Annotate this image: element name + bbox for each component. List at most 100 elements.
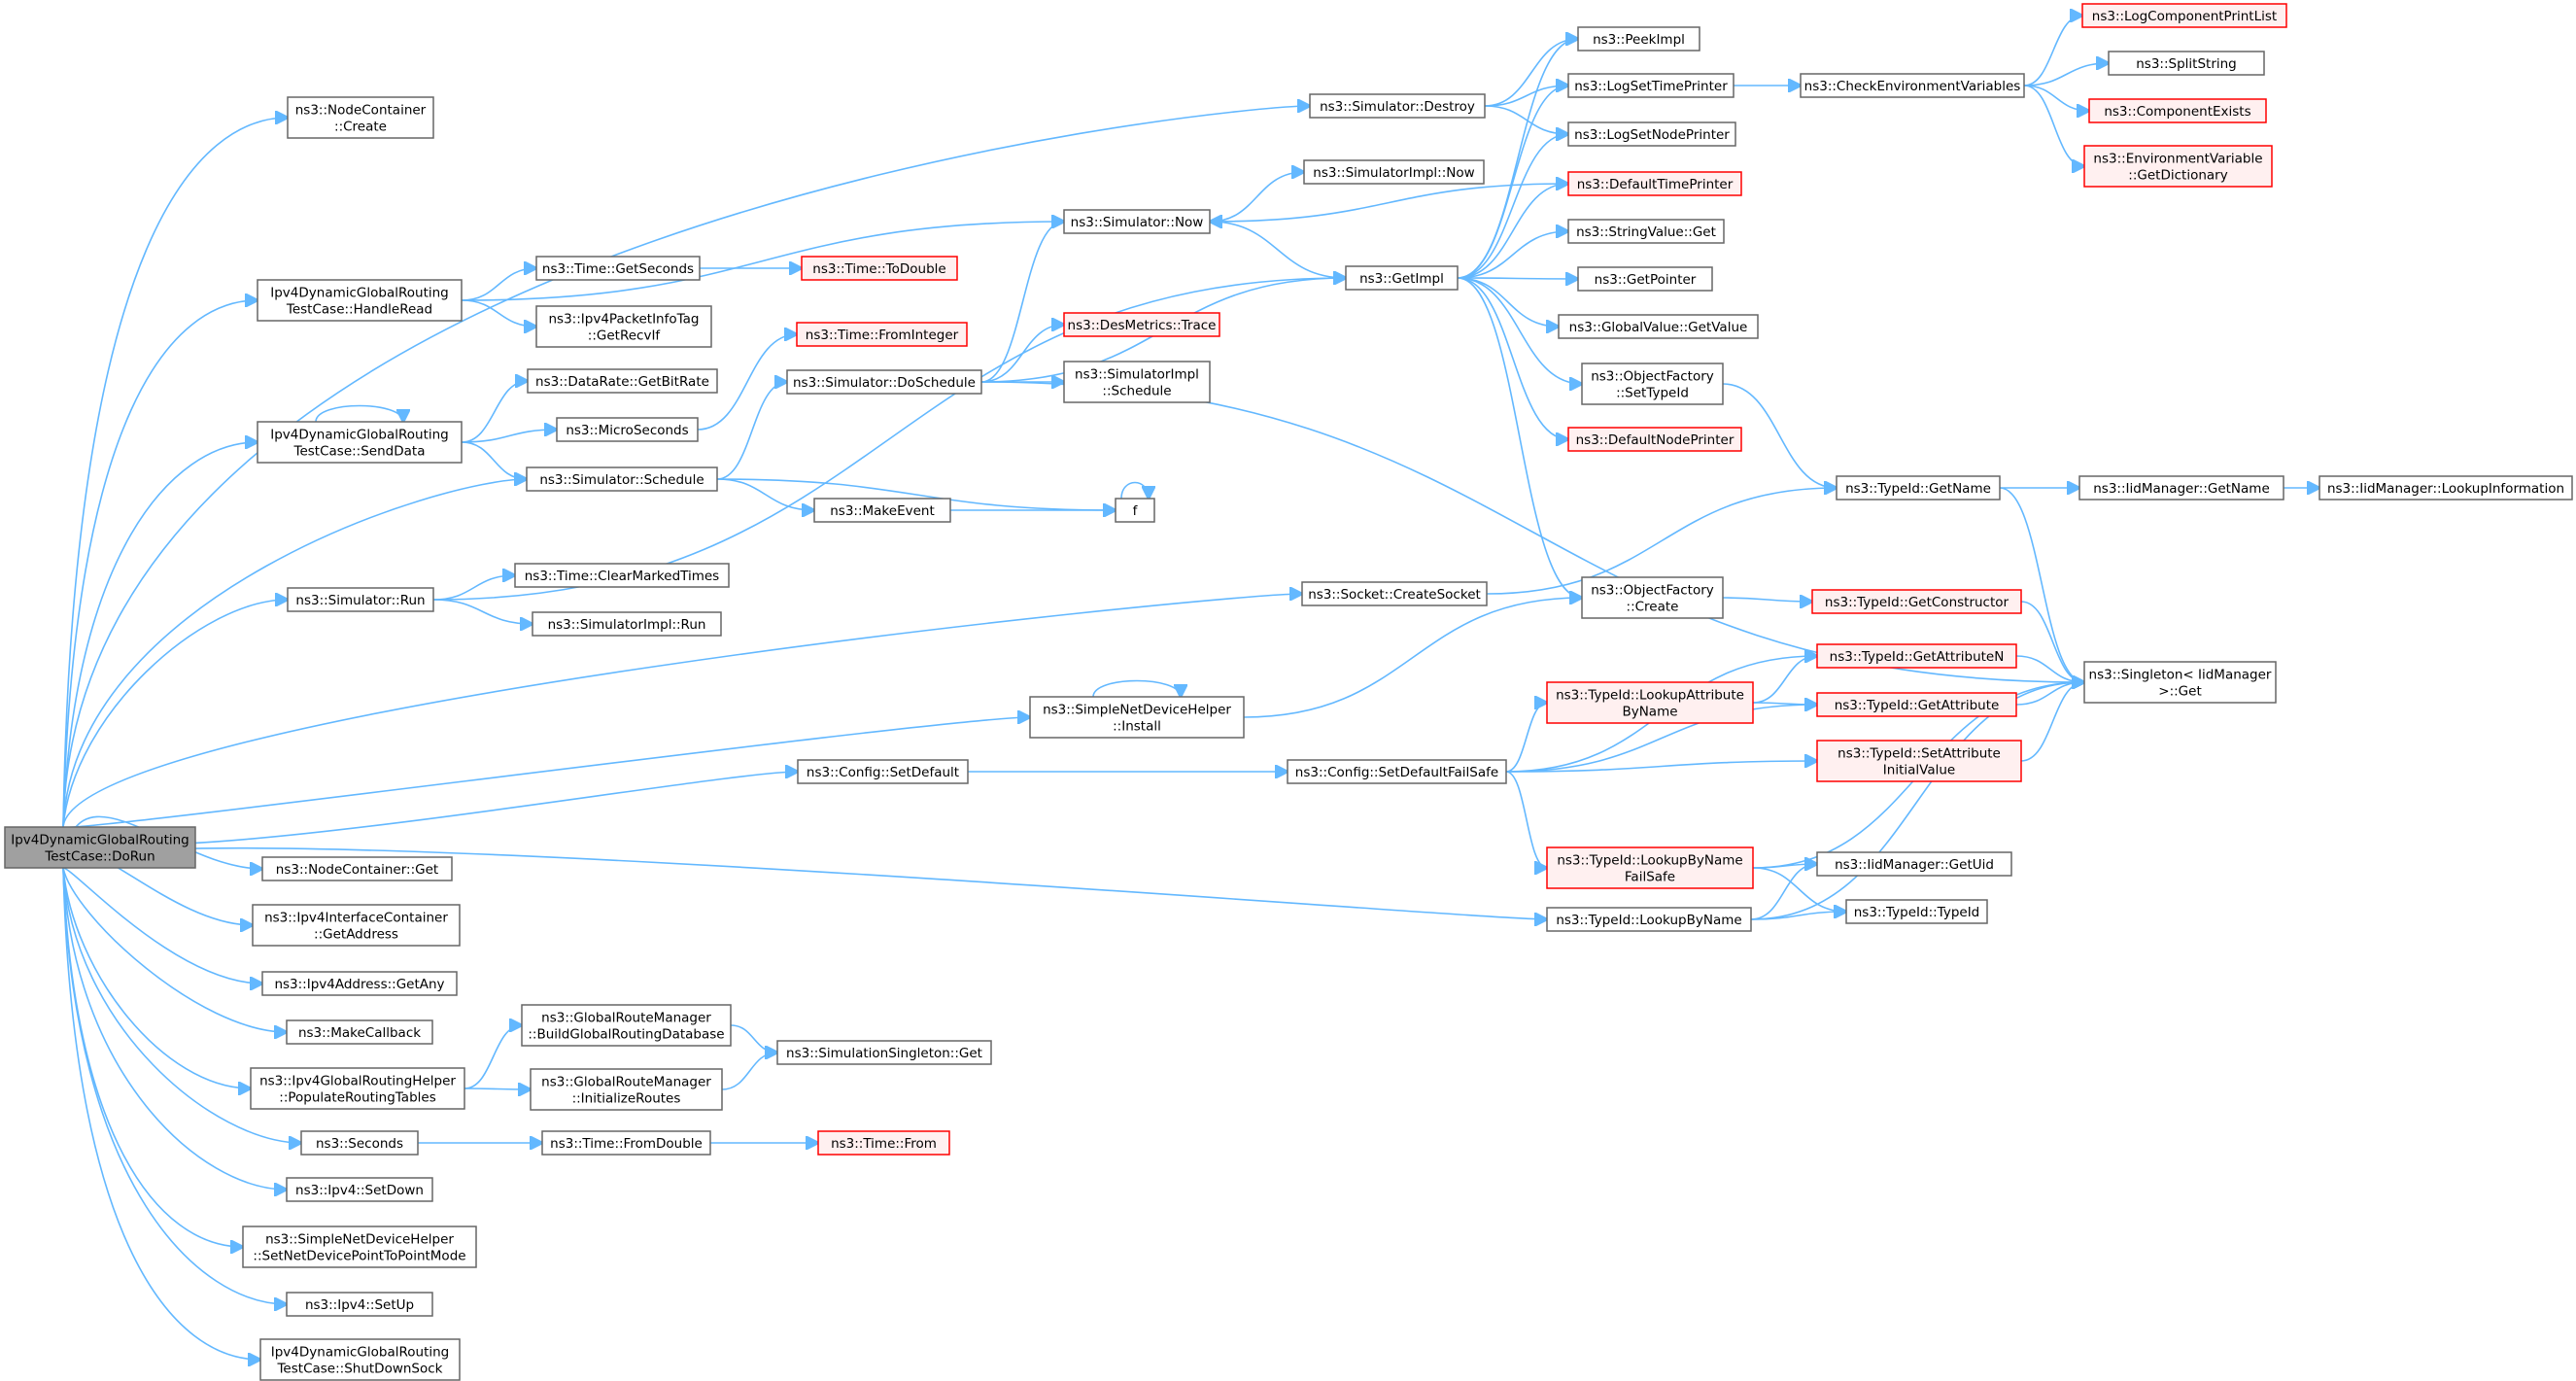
node-typeid-lookupbyname[interactable]: ns3::TypeId::LookupByName [1546, 907, 1752, 932]
node-label: ns3::SimulatorImpl::Now [1313, 165, 1474, 181]
edge-root-to-shutdown [62, 867, 260, 1360]
node-time-fromdouble[interactable]: ns3::Time::FromDouble [541, 1130, 711, 1156]
node-of-create[interactable]: ns3::ObjectFactory::Create [1581, 576, 1724, 619]
node-setup[interactable]: ns3::Ipv4::SetUp [286, 1292, 433, 1317]
node-time-getseconds[interactable]: ns3::Time::GetSeconds [535, 256, 701, 281]
node-box [242, 1226, 477, 1268]
node-label: ns3::Simulator::Destroy [1320, 99, 1475, 115]
node-ipv4addr-getany[interactable]: ns3::Ipv4Address::GetAny [261, 971, 458, 996]
node-handle-read[interactable]: Ipv4DynamicGlobalRoutingTestCase::Handle… [257, 279, 463, 322]
node-iid-getuid[interactable]: ns3::IidManager::GetUid [1816, 851, 2012, 877]
edge-root-to-sim_schedule [62, 479, 527, 828]
node-label: ns3::Simulator::Schedule [539, 472, 704, 488]
node-stringvalue-get[interactable]: ns3::StringValue::Get [1567, 219, 1725, 244]
node-microseconds[interactable]: ns3::MicroSeconds [556, 417, 699, 442]
node-sndh-install[interactable]: ns3::SimpleNetDeviceHelper::Install [1029, 696, 1245, 739]
edge-root-to-sndh_install [62, 717, 1030, 829]
node-make-event[interactable]: ns3::MakeEvent [813, 498, 951, 523]
node-typeid-getattrn[interactable]: ns3::TypeId::GetAttributeN [1816, 643, 2017, 669]
node-box [1581, 576, 1724, 619]
node-simimpl-run[interactable]: ns3::SimulatorImpl::Run [532, 611, 722, 637]
node-of-settypeid[interactable]: ns3::ObjectFactory::SetTypeId [1581, 363, 1724, 405]
edge-sim_now-to-get_impl [1209, 221, 1346, 278]
edge-root-to-seconds [62, 867, 301, 1143]
node-label: ns3::TypeId::GetAttributeN [1830, 649, 2005, 665]
node-simsingleton-get[interactable]: ns3::SimulationSingleton::Get [776, 1040, 992, 1065]
node-log-printlist[interactable]: ns3::LogComponentPrintList [2081, 3, 2287, 28]
node-shutdown[interactable]: Ipv4DynamicGlobalRoutingTestCase::ShutDo… [259, 1338, 461, 1381]
node-f[interactable]: f [1115, 498, 1155, 523]
node-simimpl-schedule[interactable]: ns3::SimulatorImpl::Schedule [1063, 361, 1211, 403]
node-pkt-getrecvif[interactable]: ns3::Ipv4PacketInfoTag::GetRecvIf [535, 305, 712, 348]
node-typeid-getname[interactable]: ns3::TypeId::GetName [1836, 475, 2001, 501]
node-label: ns3::ComponentExists [2104, 104, 2250, 120]
node-box [250, 1067, 465, 1110]
edge-sim_schedule-to-sim_doschedule [716, 382, 787, 480]
node-label: ns3::SimulatorImpl [1075, 367, 1199, 383]
node-simimpl-now[interactable]: ns3::SimulatorImpl::Now [1303, 159, 1485, 185]
node-grm-init[interactable]: ns3::GlobalRouteManager::InitializeRoute… [530, 1068, 723, 1111]
node-typeid-getctor[interactable]: ns3::TypeId::GetConstructor [1811, 589, 2022, 614]
node-socket-create[interactable]: ns3::Socket::CreateSocket [1301, 581, 1488, 606]
node-label: ns3::EnvironmentVariable [2093, 152, 2262, 167]
node-sim-run[interactable]: ns3::Simulator::Run [287, 587, 434, 612]
node-box [252, 904, 461, 947]
node-log-setnode[interactable]: ns3::LogSetNodePrinter [1567, 121, 1736, 147]
node-split-string[interactable]: ns3::SplitString [2108, 51, 2265, 76]
node-ipv4ic-getaddr[interactable]: ns3::Ipv4InterfaceContainer::GetAddress [252, 904, 461, 947]
node-sim-doschedule[interactable]: ns3::Simulator::DoSchedule [786, 369, 982, 395]
node-peek-impl[interactable]: ns3::PeekImpl [1577, 26, 1700, 52]
node-config-setdefault[interactable]: ns3::Config::SetDefault [797, 759, 969, 784]
node-time-from[interactable]: ns3::Time::From [817, 1130, 950, 1156]
node-nc-create[interactable]: ns3::NodeContainer::Create [287, 96, 434, 139]
node-send-data[interactable]: Ipv4DynamicGlobalRoutingTestCase::SendDa… [257, 421, 463, 464]
edge-grm_build-to-simsingleton_get [730, 1024, 777, 1053]
nodes: Ipv4DynamicGlobalRoutingTestCase::DoRunn… [4, 3, 2573, 1381]
node-default-time[interactable]: ns3::DefaultTimePrinter [1567, 171, 1742, 196]
node-time-fromint[interactable]: ns3::Time::FromInteger [796, 322, 968, 347]
node-desmetrics[interactable]: ns3::DesMetrics::Trace [1063, 312, 1220, 337]
edge-root-to-setdown [62, 867, 287, 1190]
node-gv-getvalue[interactable]: ns3::GlobalValue::GetValue [1558, 314, 1759, 339]
node-default-node[interactable]: ns3::DefaultNodePrinter [1567, 427, 1742, 452]
node-iid-lookupinfo[interactable]: ns3::IidManager::LookupInformation [2318, 475, 2573, 501]
node-label: ns3::TypeId::LookupByName [1557, 853, 1742, 869]
node-get-pointer[interactable]: ns3::GetPointer [1577, 266, 1713, 292]
node-snd-ptp[interactable]: ns3::SimpleNetDeviceHelper::SetNetDevice… [242, 1226, 477, 1268]
node-box [1567, 219, 1725, 244]
node-box [521, 1004, 732, 1047]
node-singleton-get[interactable]: ns3::Singleton< IidManager>::Get [2083, 661, 2277, 704]
node-datarate[interactable]: ns3::DataRate::GetBitRate [527, 368, 718, 394]
node-sim-destroy[interactable]: ns3::Simulator::Destroy [1309, 93, 1486, 119]
node-check-env[interactable]: ns3::CheckEnvironmentVariables [1800, 73, 2025, 98]
node-grm-build[interactable]: ns3::GlobalRouteManager::BuildGlobalRout… [521, 1004, 732, 1047]
node-setdown[interactable]: ns3::Ipv4::SetDown [286, 1177, 433, 1202]
node-iid-getname[interactable]: ns3::IidManager::GetName [2078, 475, 2284, 501]
node-sim-now[interactable]: ns3::Simulator::Now [1063, 209, 1211, 234]
node-populate[interactable]: ns3::Ipv4GlobalRoutingHelper::PopulateRo… [250, 1067, 465, 1110]
node-typeid-getattr[interactable]: ns3::TypeId::GetAttribute [1816, 692, 2017, 717]
node-get-impl[interactable]: ns3::GetImpl [1345, 265, 1459, 291]
node-typeid-typeid[interactable]: ns3::TypeId::TypeId [1845, 899, 1988, 924]
node-label: ns3::TypeId::GetAttribute [1835, 698, 2000, 713]
node-log-settime[interactable]: ns3::LogSetTimePrinter [1567, 73, 1735, 98]
node-box [1816, 692, 2017, 717]
node-box [535, 256, 701, 281]
node-label: ns3::GlobalValue::GetValue [1569, 320, 1748, 335]
node-comp-exists[interactable]: ns3::ComponentExists [2088, 98, 2267, 123]
node-sim-schedule[interactable]: ns3::Simulator::Schedule [526, 466, 718, 492]
node-clear-marked[interactable]: ns3::Time::ClearMarkedTimes [514, 563, 730, 588]
edge-get_impl-to-stringvalue_get [1457, 231, 1568, 279]
node-make-callback[interactable]: ns3::MakeCallback [286, 1019, 433, 1045]
node-time-todouble[interactable]: ns3::Time::ToDouble [801, 256, 958, 281]
node-label: ns3::StringValue::Get [1576, 224, 1716, 240]
node-config-sdfs[interactable]: ns3::Config::SetDefaultFailSafe [1287, 759, 1507, 784]
node-seconds[interactable]: ns3::Seconds [300, 1130, 419, 1156]
edge-sim_now-to-simimpl_now [1209, 172, 1304, 223]
node-nc-get[interactable]: ns3::NodeContainer::Get [261, 856, 453, 881]
node-envvar-getdict[interactable]: ns3::EnvironmentVariable::GetDictionary [2083, 145, 2273, 188]
